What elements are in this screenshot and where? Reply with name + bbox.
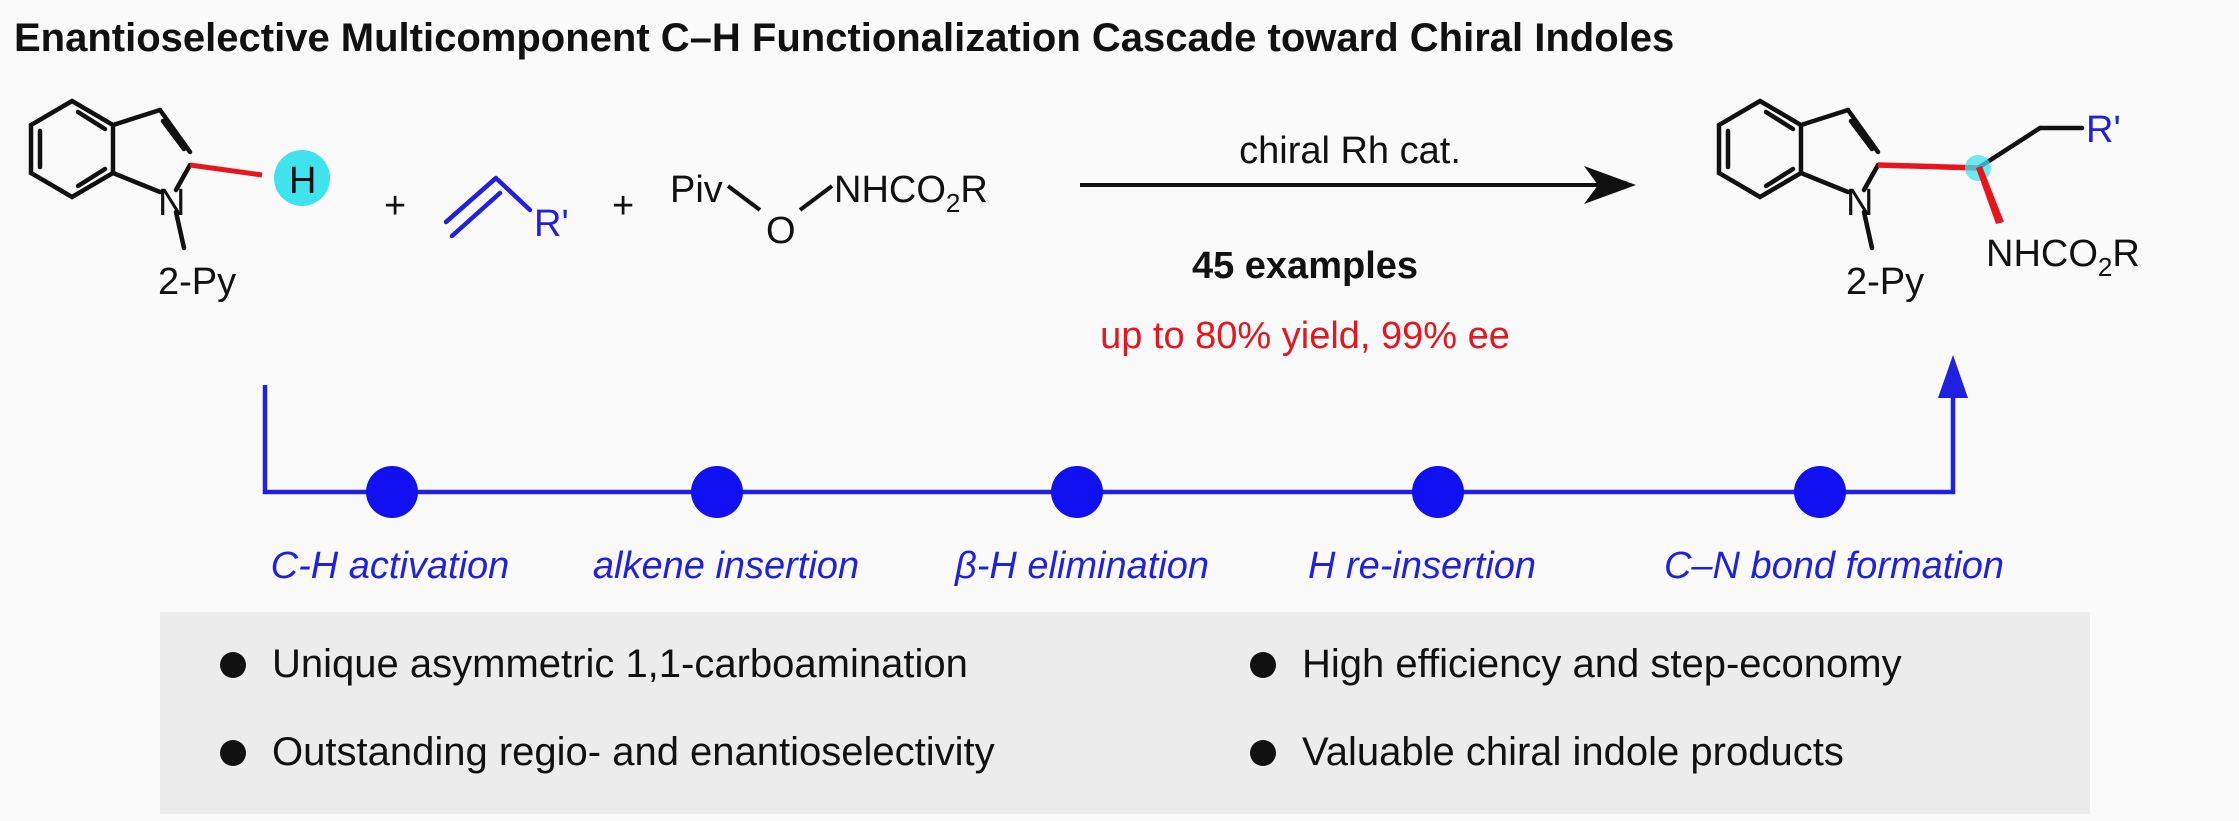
starting-indole [28, 98, 193, 251]
alkene-r-label: R' [534, 203, 569, 245]
feature-text: High efficiency and step-economy [1302, 642, 1902, 686]
feature-item: Valuable chiral indole products [1250, 730, 1844, 775]
cascade-pathway-line [262, 385, 1956, 495]
oxygen-label: O [766, 210, 796, 252]
step-labels: C-H activation alkene insertion β-H elimin… [271, 545, 2004, 587]
cascade-arrowhead [1938, 355, 1968, 398]
step-label: alkene insertion [593, 545, 859, 587]
step-marker [1412, 466, 1464, 518]
step-dots [366, 466, 1846, 518]
alkene [443, 175, 533, 239]
product-nhco2r-label: NHCO2R [1986, 233, 2140, 282]
feature-item: Outstanding regio- and enantioselectivit… [220, 730, 995, 775]
reaction-scheme: H N 2-Py + R' + Piv O NHCO2R chiral Rh c… [28, 98, 2140, 587]
new-cn-wedge-bond [1976, 166, 2004, 224]
step-marker [691, 466, 743, 518]
ch-bond [189, 162, 263, 178]
feature-item: High efficiency and step-economy [1250, 642, 1902, 687]
step-marker [1051, 466, 1103, 518]
plus-sign: + [612, 185, 634, 227]
feature-text: Outstanding regio- and enantioselectivit… [272, 730, 995, 774]
feature-text: Valuable chiral indole products [1302, 730, 1844, 774]
examples-label: 45 examples [1192, 245, 1418, 287]
step-label: C-H activation [271, 545, 510, 587]
indole-substituent-label: 2-Py [158, 261, 236, 303]
new-cc-bond [1877, 162, 1979, 171]
indole-h-label: H [289, 160, 316, 202]
step-label: β-H elimination [954, 545, 1209, 587]
step-marker [1794, 466, 1846, 518]
step-marker [366, 466, 418, 518]
product-indole [1716, 98, 2085, 251]
product-r-label: R' [2086, 109, 2121, 151]
bullet-icon [220, 651, 246, 678]
reagent-bonds [726, 184, 834, 212]
feature-text: Unique asymmetric 1,1-carboamination [272, 642, 968, 686]
reagent-nhco2r-label: NHCO2R [834, 169, 988, 218]
indole-n-label: N [158, 182, 185, 224]
h-highlight-circle [274, 150, 330, 206]
bullet-icon [1250, 739, 1276, 766]
features-box: Unique asymmetric 1,1-carboamination Out… [160, 612, 2090, 814]
step-label: H re-insertion [1308, 545, 1536, 587]
piv-label: Piv [670, 169, 723, 211]
reaction-arrowhead [1584, 166, 1636, 204]
yield-label: up to 80% yield, 99% ee [1100, 315, 1510, 357]
plus-sign: + [384, 185, 406, 227]
step-label: C–N bond formation [1664, 545, 2004, 587]
catalyst-label: chiral Rh cat. [1239, 130, 1461, 172]
bullet-icon [220, 739, 246, 766]
product-substituent-label: 2-Py [1846, 261, 1924, 303]
page-title: Enantioselective Multicomponent C–H Func… [14, 16, 1675, 60]
product-n-label: N [1846, 182, 1873, 224]
feature-item: Unique asymmetric 1,1-carboamination [220, 642, 968, 687]
bullet-icon [1250, 651, 1276, 678]
